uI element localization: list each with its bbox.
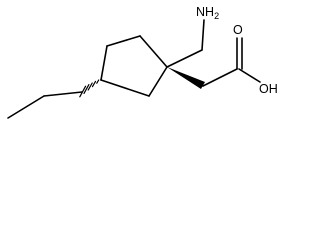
bond-carboxyl-to-hydroxyl bbox=[238, 68, 261, 83]
bond-propyl-c1-c2 bbox=[43, 91, 83, 97]
bond-propyl-c2-c3 bbox=[7, 95, 45, 119]
ring-bond-left-upper bbox=[100, 45, 108, 81]
bond-quaternary-to-ch2 bbox=[166, 49, 203, 68]
bond-ch2-to-carboxyl-carbon bbox=[202, 68, 238, 87]
amine-label: NH2 bbox=[196, 5, 219, 21]
ring-bond-right-lower bbox=[148, 66, 168, 97]
ring-bond-right-upper bbox=[139, 35, 168, 68]
chemical-structure-diagram: NH2 O OH bbox=[7, 5, 278, 119]
ring-bond-left-lower bbox=[100, 79, 150, 97]
stereo-wedge-bond bbox=[167, 67, 205, 89]
carbonyl-oxygen-label: O bbox=[233, 23, 243, 37]
stereo-hash-bond bbox=[79, 78, 102, 98]
propyl-group bbox=[7, 78, 102, 119]
hydroxyl-label: OH bbox=[259, 82, 278, 96]
ring-bond-top bbox=[106, 35, 141, 47]
bond-ch2-to-nitrogen bbox=[201, 19, 205, 51]
cyclopentane-ring bbox=[100, 35, 168, 97]
aminomethyl-group: NH2 bbox=[166, 5, 219, 68]
acetic-acid-group: O OH bbox=[167, 23, 278, 96]
